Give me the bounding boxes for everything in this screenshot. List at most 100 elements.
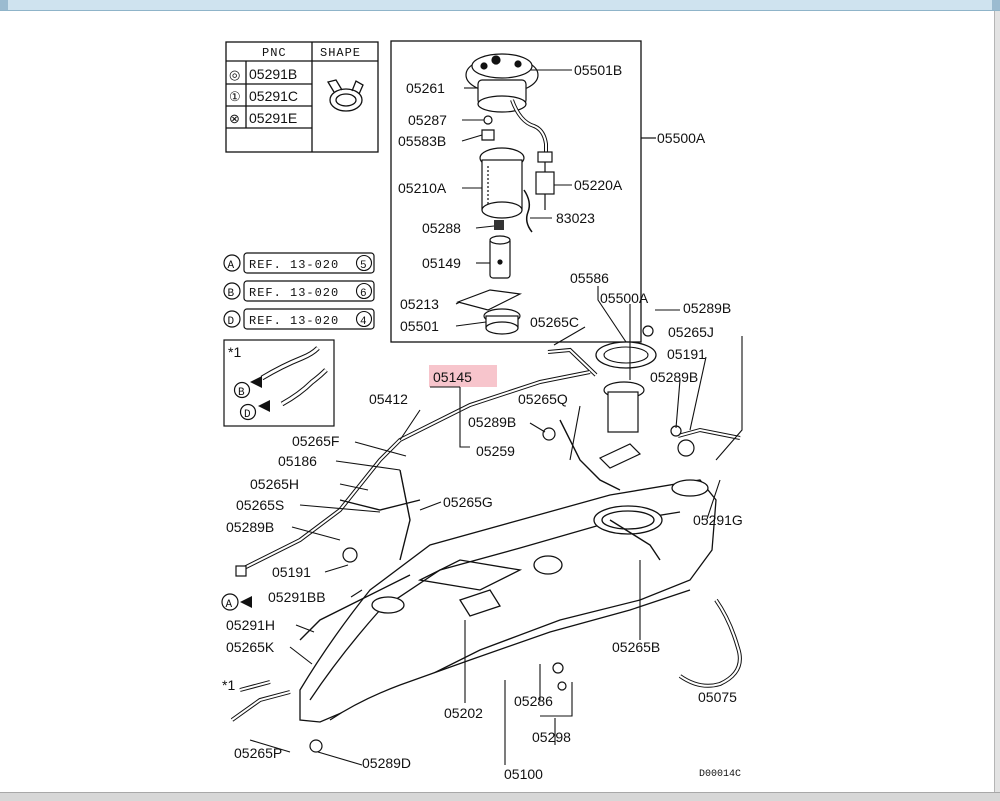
ref-number: 5: [360, 260, 367, 272]
part-label[interactable]: 05265G: [443, 494, 493, 510]
table-header-shape: SHAPE: [320, 46, 361, 60]
seal-icon: [481, 129, 495, 141]
part-label[interactable]: 05265S: [236, 497, 284, 513]
part-label[interactable]: 05075: [698, 689, 737, 705]
part-label[interactable]: 05289B: [226, 519, 274, 535]
part-label[interactable]: 05261: [406, 80, 445, 96]
part-label[interactable]: 05186: [278, 453, 317, 469]
part-label[interactable]: 05291BB: [268, 589, 326, 605]
gasket-icon: [595, 341, 657, 369]
part-label[interactable]: 05298: [532, 729, 571, 745]
table-row-pnc: 05291B: [249, 66, 297, 82]
ref-item: B REF. 13-020 6: [223, 280, 375, 302]
part-label[interactable]: 05149: [422, 255, 461, 271]
ref-key: B: [228, 288, 235, 300]
part-label[interactable]: 05220A: [574, 177, 623, 193]
connector-illustration: [535, 151, 555, 210]
window-title-bar: [0, 0, 1000, 11]
ref-key: A: [228, 260, 235, 272]
table-row-pnc: 05291C: [249, 88, 298, 104]
part-label[interactable]: 05412: [369, 391, 408, 407]
cushion-icon: [494, 220, 504, 230]
fuel-filter-illustration: [479, 147, 525, 219]
fuel-pump-assembly-box: 05501B 05261 05287 05583B 05500A 05210A …: [390, 40, 706, 343]
pump-flange-illustration: [465, 53, 539, 113]
title-bar-cap-right: [992, 0, 1000, 10]
ref-number: 6: [360, 288, 367, 300]
part-label[interactable]: 05265Q: [518, 391, 568, 407]
part-label[interactable]: 05191: [667, 346, 706, 362]
arrow-left-icon: [240, 596, 252, 608]
note-mark: *1: [228, 344, 241, 360]
part-label[interactable]: 05100: [504, 766, 543, 782]
o-ring-icon: [483, 115, 493, 125]
table-row-pnc: 05291E: [249, 110, 297, 126]
part-label[interactable]: 05202: [444, 705, 483, 721]
note-mark: *1: [222, 677, 235, 693]
part-label[interactable]: 05265H: [250, 476, 299, 492]
part-label[interactable]: 05501B: [574, 62, 622, 78]
ref-key: D: [228, 316, 235, 328]
part-label[interactable]: 05289D: [362, 755, 411, 771]
table-header-pnc: PNC: [262, 46, 287, 60]
fuel-tank-illustration: [299, 479, 717, 723]
reference-list: A REF. 13-020 5 B REF. 13-020 6 D REF. 1…: [223, 252, 375, 330]
horizontal-scrollbar[interactable]: [0, 792, 1000, 801]
part-label[interactable]: 05265P: [234, 745, 282, 761]
table-row-symbol: ⊗: [229, 111, 240, 126]
ref-text: REF. 13-020: [249, 286, 339, 300]
highlight-box: [429, 365, 497, 387]
part-label[interactable]: 05210A: [398, 180, 447, 196]
title-bar-cap-left: [0, 0, 8, 10]
table-row-symbol: ◎: [229, 67, 240, 82]
part-label[interactable]: 05586: [570, 270, 609, 286]
part-label[interactable]: 05583B: [398, 133, 446, 149]
hose-clamp-shape-icon: [326, 79, 364, 112]
part-label[interactable]: 05291H: [226, 617, 275, 633]
part-label[interactable]: 05500A: [657, 130, 706, 146]
part-label[interactable]: 05286: [514, 693, 553, 709]
clip-icons: [235, 325, 695, 753]
suction-filter-icon: [456, 289, 523, 311]
ref-a-circle-icon: [221, 593, 239, 611]
pump-unit-illustration: [598, 381, 645, 469]
ref-item: D REF. 13-020 4: [223, 308, 375, 330]
note-box: *1 B D: [223, 339, 335, 427]
vertical-scrollbar[interactable]: [994, 11, 1000, 792]
part-label[interactable]: 05291G: [693, 512, 743, 528]
part-label[interactable]: 05501: [400, 318, 439, 334]
ref-text: REF. 13-020: [249, 258, 339, 272]
leader-lines: [455, 69, 572, 327]
ref-text: REF. 13-020: [249, 314, 339, 328]
part-label[interactable]: 05265F: [292, 433, 339, 449]
note-arrow-key: D: [244, 409, 251, 421]
part-label[interactable]: 05289B: [683, 300, 731, 316]
part-label[interactable]: 05289B: [650, 369, 698, 385]
ref-key: A: [226, 599, 233, 611]
part-label[interactable]: 05265C: [530, 314, 579, 330]
pnc-shape-table: [225, 41, 379, 153]
arrow-left-icon: [258, 400, 270, 412]
part-label-highlighted[interactable]: 05145: [433, 369, 472, 385]
part-label[interactable]: 05259: [476, 443, 515, 459]
arrow-left-icon: [250, 376, 262, 388]
table-row-symbol: ①: [229, 89, 241, 104]
pump-holder-illustration: [483, 308, 521, 335]
ref-number: 4: [360, 316, 367, 328]
drawing-code: D00014C: [699, 769, 741, 780]
part-label[interactable]: 05500A: [600, 290, 649, 306]
part-label[interactable]: 05265J: [668, 324, 714, 340]
part-label[interactable]: 05287: [408, 112, 447, 128]
part-label[interactable]: 05265B: [612, 639, 660, 655]
part-label[interactable]: 05265K: [226, 639, 275, 655]
part-label[interactable]: 83023: [556, 210, 595, 226]
part-label[interactable]: 05288: [422, 220, 461, 236]
leader-lines: [249, 286, 743, 766]
note-arrow-key: B: [238, 387, 245, 399]
ref-item: A REF. 13-020 5: [223, 252, 375, 274]
part-label[interactable]: 05213: [400, 296, 439, 312]
part-label[interactable]: 05191: [272, 564, 311, 580]
part-label[interactable]: 05289B: [468, 414, 516, 430]
fuel-pump-illustration: [489, 235, 511, 279]
